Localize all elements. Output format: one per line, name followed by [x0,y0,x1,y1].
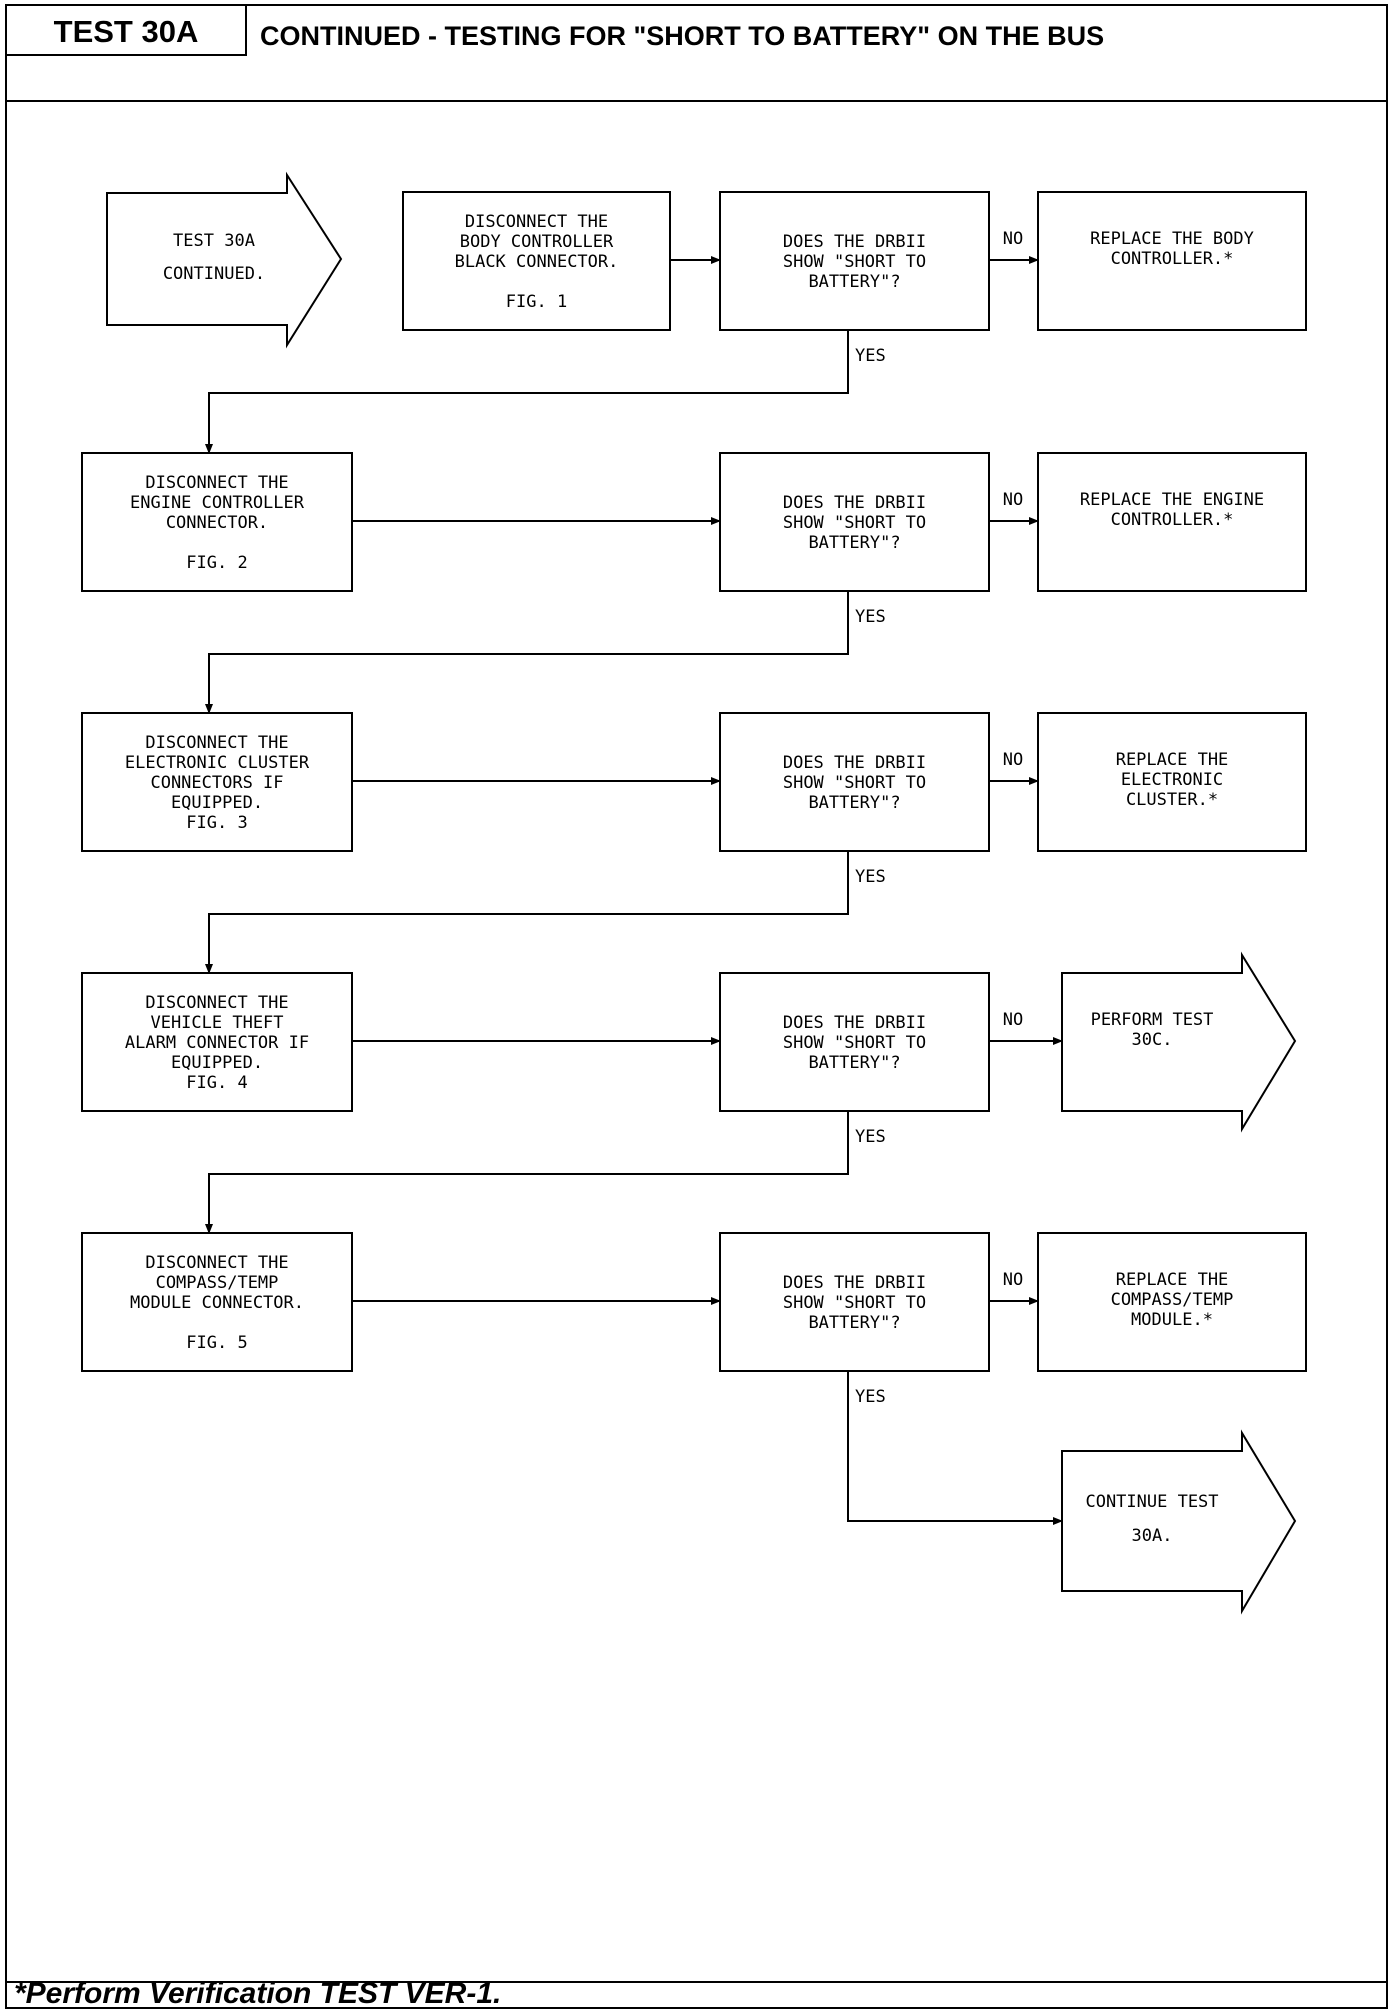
result-text: REPLACE THE [1116,1270,1229,1290]
result-text: COMPASS/TEMP [1111,1290,1234,1310]
question-text: SHOW "SHORT TO [783,252,926,272]
action-text: DISCONNECT THE [145,993,288,1013]
yes-label: YES [855,346,886,366]
yes-label: YES [855,1127,886,1147]
question-text: DOES THE DRBII [783,493,926,513]
result-box [1037,191,1307,331]
question-text: BATTERY"? [808,1313,900,1333]
question-box [719,972,990,1112]
footer-note: *Perform Verification TEST VER-1. [14,1977,501,2010]
question-text: DOES THE DRBII [783,753,926,773]
action-text: VEHICLE THEFT [150,1013,283,1033]
result-text: MODULE.* [1131,1310,1213,1330]
action-text: EQUIPPED. [171,1053,263,1073]
question-text: SHOW "SHORT TO [783,1293,926,1313]
question-text: SHOW "SHORT TO [783,513,926,533]
yes-connector [847,1371,1063,1525]
result-text: CONTROLLER.* [1111,249,1234,269]
action-box [81,712,353,852]
question-text: SHOW "SHORT TO [783,1033,926,1053]
question-text: BATTERY"? [808,533,900,553]
action-text: DISCONNECT THE [145,1253,288,1273]
result-text: REPLACE THE BODY [1090,229,1254,249]
question-text: DOES THE DRBII [783,1273,926,1293]
test-id: TEST 30A [54,14,199,49]
question-box [719,452,990,592]
action-box [81,972,353,1112]
action-text: FIG. 5 [186,1333,247,1353]
yes-label: YES [855,1387,886,1407]
action-text: FIG. 2 [186,553,247,573]
action-text: ALARM CONNECTOR IF [125,1033,309,1053]
action-box [81,1232,353,1372]
continue-test-arrow [1061,1429,1297,1615]
yes-label: YES [855,867,886,887]
start-arrow [106,171,343,349]
result-text: PERFORM TEST [1091,1010,1214,1030]
action-text: COMPASS/TEMP [156,1273,279,1293]
no-label: NO [1003,1010,1023,1030]
action-text: CONNECTORS IF [150,773,283,793]
question-text: BATTERY"? [808,272,900,292]
action-text: BODY CONTROLLER [460,232,614,252]
yes-connector [205,851,849,974]
yes-label: YES [855,607,886,627]
action-text: FIG. 1 [506,292,567,312]
continue-test-text: 30A. [1132,1526,1173,1546]
start-arrow-text: TEST 30A [173,231,255,251]
no-label: NO [1003,229,1023,249]
question-text: DOES THE DRBII [783,1013,926,1033]
test-id-box [5,4,247,56]
action-text: BLACK CONNECTOR. [455,252,619,272]
result-text: CLUSTER.* [1126,790,1218,810]
yes-connector [205,1111,849,1234]
question-text: BATTERY"? [808,1053,900,1073]
result-text: CONTROLLER.* [1111,510,1234,530]
action-box [81,452,353,592]
question-text: BATTERY"? [808,793,900,813]
continue-test-text: CONTINUE TEST [1085,1492,1218,1512]
action-box [402,191,671,331]
start-arrow-text: CONTINUED. [163,264,265,284]
yes-connector [205,591,849,714]
result-text: REPLACE THE ENGINE [1080,490,1264,510]
page-frame [5,4,1388,2009]
result-text: REPLACE THE [1116,750,1229,770]
action-text: MODULE CONNECTOR. [130,1293,304,1313]
page-title: CONTINUED - TESTING FOR "SHORT TO BATTER… [260,21,1104,51]
action-text: DISCONNECT THE [465,212,608,232]
action-text: CONNECTOR. [166,513,268,533]
action-text: FIG. 4 [186,1073,247,1093]
result-text: ELECTRONIC [1121,770,1223,790]
action-text: DISCONNECT THE [145,733,288,753]
action-text: ELECTRONIC CLUSTER [125,753,310,773]
yes-connector [205,330,849,454]
perform-test-arrow [1061,951,1297,1133]
question-text: DOES THE DRBII [783,232,926,252]
action-text: DISCONNECT THE [145,473,288,493]
action-text: FIG. 3 [186,813,247,833]
no-label: NO [1003,1270,1023,1290]
result-box [1037,452,1307,592]
result-box [1037,712,1307,852]
no-label: NO [1003,490,1023,510]
action-text: EQUIPPED. [171,793,263,813]
action-text: ENGINE CONTROLLER [130,493,305,513]
no-label: NO [1003,750,1023,770]
result-box [1037,1232,1307,1372]
question-box [719,712,990,852]
result-text: 30C. [1132,1030,1173,1050]
question-text: SHOW "SHORT TO [783,773,926,793]
